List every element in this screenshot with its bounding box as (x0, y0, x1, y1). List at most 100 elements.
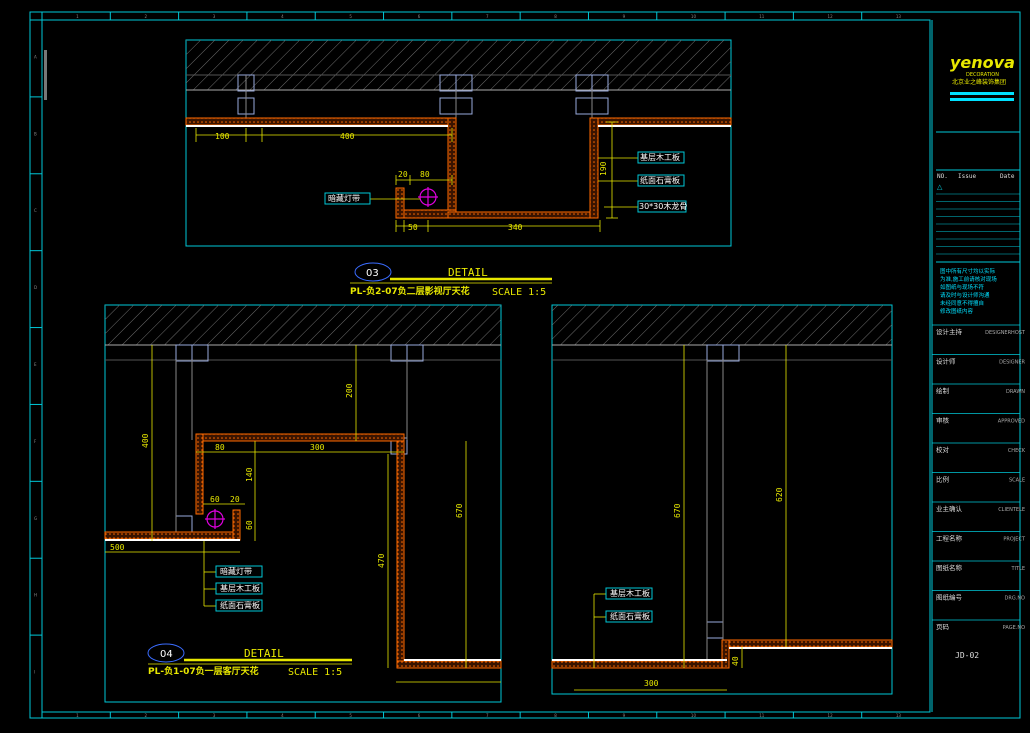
detail-right-drawing: 670 620 300 40 基层木工板 纸面石膏板 (551, 304, 893, 695)
d04-dim-500: 500 (110, 543, 125, 552)
ruler-bottom-label: 9 (623, 713, 626, 718)
ruler-bottom-label: 6 (418, 713, 421, 718)
drawing-number: JD-02 (955, 651, 979, 660)
field-label-en: APPROVED (998, 419, 1025, 425)
field-label-cn: 设计师 (936, 357, 956, 366)
field-label-en: SCALE (1009, 478, 1025, 484)
d03-caption: PL-负2-07负二层影视厅天花 (350, 285, 470, 297)
ruler-top-label: 7 (486, 14, 489, 19)
field-label-en: DRG.NO (1005, 596, 1026, 602)
field-label-cn: 图纸编号 (936, 593, 963, 602)
field-label-cn: 比例 (936, 475, 949, 484)
ruler-bottom-label: 8 (554, 713, 557, 718)
ruler-left-label: F (34, 439, 37, 444)
ruler-bottom-label: 2 (144, 713, 147, 718)
d03-label-gypsum: 纸面石膏板 (640, 175, 680, 185)
d04-caption: PL-负1-07负一层客厅天花 (148, 665, 259, 677)
field-label-en: DESIGNER (999, 360, 1025, 366)
d03-scale: SCALE 1:5 (492, 287, 546, 298)
note-line-1: 图中所有尺寸均以实际 (940, 267, 996, 275)
d03-dim-100: 100 (215, 132, 230, 141)
ruler-bottom-label: 5 (349, 713, 352, 718)
dr-dim-670: 670 (673, 503, 682, 518)
detail-03-title: 03 DETAIL PL-负2-07负二层影视厅天花 SCALE 1:5 (350, 262, 552, 298)
note-line-5: 未经同意不得擅自 (940, 299, 984, 307)
title-block: yenova DECORATION 北京业之峰装饰集团 NO. Issue Da… (932, 53, 1026, 660)
d04-dim-140: 140 (245, 467, 254, 482)
company-logo-sub: DECORATION (966, 72, 999, 78)
d03-dim-50: 50 (408, 223, 418, 232)
d03-dim-340: 340 (508, 223, 523, 232)
d04-scale: SCALE 1:5 (288, 667, 342, 678)
ruler-bottom-label: 4 (281, 713, 284, 718)
field-label-en: DRAWN (1006, 389, 1025, 395)
issue-no-header: NO. (937, 173, 948, 180)
dr-dim-40: 40 (731, 656, 740, 666)
field-label-cn: 页码 (936, 623, 950, 631)
field-label-en: DESIGNERHOST (985, 330, 1026, 336)
ruler-left-label: B (34, 131, 37, 136)
d03-label-light: 暗藏灯带 (328, 193, 360, 203)
ruler-bottom-label: 1 (76, 713, 79, 718)
d04-detail-word: DETAIL (244, 647, 284, 660)
dr-dim-620: 620 (775, 487, 784, 502)
ruler-bottom-label: 11 (759, 713, 765, 718)
ruler-top-label: 13 (896, 14, 902, 19)
ruler-top-label: 8 (554, 14, 557, 19)
field-label-cn: 图纸名称 (936, 563, 963, 572)
d04-label-plywood: 基层木工板 (220, 583, 260, 593)
d03-detail-word: DETAIL (448, 266, 488, 279)
field-label-en: PROJECT (1003, 537, 1026, 543)
detail-03-drawing: 100 400 20 80 50 340 190 基层木工板 纸面石膏板 30*… (185, 39, 732, 247)
field-label-cn: 设计主持 (936, 327, 963, 336)
dr-label-plywood: 基层木工板 (610, 588, 650, 598)
field-label-cn: 业主确认 (936, 504, 963, 513)
d03-dim-80: 80 (420, 170, 430, 179)
detail-04-drawing: 400 200 80 300 140 60 20 60 500 670 470 … (104, 304, 502, 703)
field-label-cn: 绘制 (936, 386, 950, 395)
ruler-bottom-label: 3 (213, 713, 216, 718)
date-header: Date (1000, 173, 1015, 180)
d04-dim-470: 470 (377, 553, 386, 568)
field-label-en: PAGE.NO (1003, 625, 1025, 631)
ruler-bottom-label: 13 (896, 713, 902, 718)
d04-dim-670: 670 (455, 503, 464, 518)
revision-triangle-icon: △ (937, 183, 943, 191)
ruler-left-label: E (34, 362, 37, 367)
d04-label-light: 暗藏灯带 (220, 566, 252, 576)
ruler-top-label: 2 (144, 14, 147, 19)
field-label-cn: 工程名称 (936, 534, 963, 543)
field-label-en: CHECK (1008, 448, 1026, 454)
d03-label-keel: 30*30木龙骨 (639, 201, 687, 211)
d03-dim-190: 190 (599, 161, 608, 176)
ruler-top-label: 3 (213, 14, 216, 19)
field-label-cn: 校对 (936, 445, 950, 454)
d04-dim-20: 20 (230, 495, 240, 504)
ruler-left-label: C (34, 208, 37, 213)
ruler-left-label: D (34, 285, 37, 290)
d03-number: 03 (366, 268, 379, 279)
ruler-bottom-label: 12 (828, 713, 834, 718)
ruler-top-label: 5 (349, 14, 352, 19)
ruler-top-label: 10 (691, 14, 697, 19)
ruler-left-label: I (34, 670, 35, 675)
d04-dim-60: 60 (210, 495, 220, 504)
company-name: 北京业之峰装饰集团 (952, 78, 1006, 86)
ruler-left-label: A (34, 54, 37, 59)
d04-number: 04 (160, 649, 173, 660)
note-line-3: 如图纸与现场不符 (940, 283, 985, 291)
d03-dim-20: 20 (398, 170, 408, 179)
issue-header: Issue (958, 173, 976, 180)
ruler-top-label: 6 (418, 14, 421, 19)
ruler-left-label: G (34, 516, 37, 521)
ruler-bottom-label: 10 (691, 713, 697, 718)
d04-label-gypsum: 纸面石膏板 (220, 600, 260, 610)
ruler-top-label: 4 (281, 14, 284, 19)
company-logo: yenova (950, 53, 1015, 72)
d04-dim-200: 200 (345, 383, 354, 398)
ruler-top-label: 1 (76, 14, 79, 19)
note-line-4: 请及时与设计师沟通 (940, 291, 990, 299)
